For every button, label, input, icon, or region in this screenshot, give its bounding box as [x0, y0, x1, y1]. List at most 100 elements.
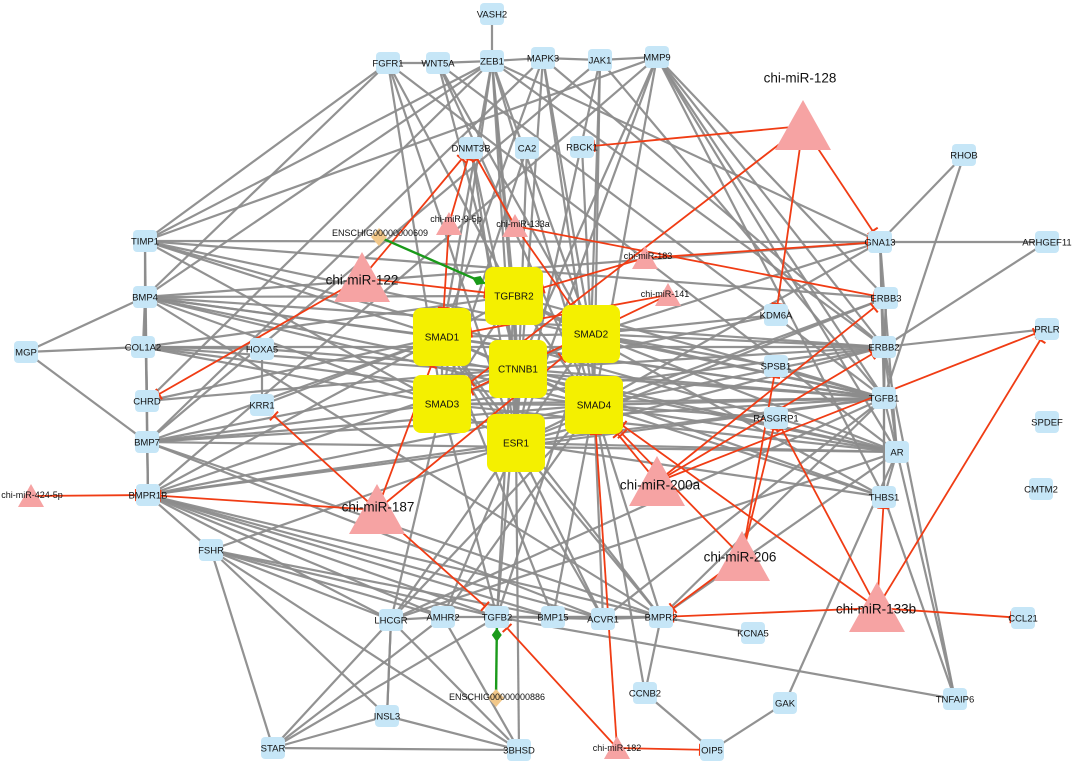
- gene-gene-edge: [593, 296, 887, 407]
- network-node-m200a[interactable]: chi-miR-200a: [620, 456, 701, 506]
- network-node-m183[interactable]: chi-miR-183: [624, 246, 673, 269]
- network-node-gna13[interactable]: GNA13: [864, 231, 896, 253]
- network-node-bmpr2[interactable]: BMPR2: [645, 606, 678, 628]
- node-label: TIMP1: [131, 236, 159, 247]
- network-node-m122[interactable]: chi-miR-122: [326, 252, 399, 302]
- network-node-tgfb1[interactable]: TGFB1: [869, 387, 900, 409]
- network-node-smad4[interactable]: SMAD4: [565, 376, 623, 434]
- gene-node-icon: [199, 539, 223, 561]
- gene-gene-edge: [147, 493, 604, 621]
- network-node-hoxa5[interactable]: HOXA5: [246, 338, 278, 360]
- network-node-tnfaip6[interactable]: TNFAIP6: [936, 688, 975, 710]
- mirna-target-edge: [741, 428, 775, 558]
- node-label: TNFAIP6: [936, 694, 975, 705]
- network-node-smad1[interactable]: SMAD1: [413, 308, 471, 366]
- network-node-m141[interactable]: chi-miR-141: [641, 283, 690, 306]
- network-node-esr1[interactable]: ESR1: [487, 414, 545, 472]
- network-node-rasgrp1[interactable]: RASGRP1: [753, 407, 799, 429]
- network-node-rbck1[interactable]: RBCK1: [566, 136, 598, 158]
- network-node-smad3[interactable]: SMAD3: [413, 375, 471, 433]
- gene-gene-edge: [142, 345, 443, 406]
- gene-node-icon: [764, 304, 788, 326]
- network-node-ccnb2[interactable]: CCNB2: [629, 682, 661, 704]
- network-node-acvr1[interactable]: ACVR1: [587, 608, 619, 630]
- network-node-erbb2[interactable]: ERBB2: [868, 336, 900, 358]
- network-node-krr1[interactable]: KRR1: [249, 394, 275, 416]
- network-node-thbs1[interactable]: THBS1: [869, 486, 900, 508]
- network-node-bmp4[interactable]: BMP4: [132, 286, 158, 308]
- network-node-lhcgr[interactable]: LHCGR: [374, 609, 408, 631]
- gene-node-icon: [531, 47, 555, 69]
- network-node-erbb3[interactable]: ERBB3: [870, 287, 902, 309]
- network-node-ccl21[interactable]: CCL21: [1008, 607, 1038, 629]
- gene-gene-edge: [147, 493, 554, 619]
- network-node-insl3[interactable]: INSL3: [374, 705, 400, 727]
- network-node-tgfbr2[interactable]: TGFBR2: [485, 267, 543, 325]
- gene-node-icon: [261, 737, 285, 759]
- gene-gene-edge: [261, 347, 519, 371]
- mirna-target-edge: [621, 433, 743, 558]
- gene-gene-edge: [490, 60, 593, 335]
- gene-node-icon: [135, 390, 159, 412]
- network-node-m133b[interactable]: chi-miR-133b: [836, 582, 916, 632]
- network-node-oip5[interactable]: OIP5: [700, 739, 724, 761]
- network-node-cmtm2[interactable]: CMTM2: [1024, 478, 1058, 500]
- network-node-arhgef11[interactable]: ARHGEF11: [1022, 231, 1072, 253]
- network-node-rhob[interactable]: RHOB: [950, 144, 978, 166]
- gene-gene-edge: [656, 56, 898, 453]
- network-node-prlr[interactable]: PRLR: [1034, 318, 1060, 340]
- network-node-gak[interactable]: GAK: [773, 692, 797, 714]
- network-node-spdef[interactable]: SPDEF: [1031, 411, 1063, 433]
- gene-node-icon: [868, 231, 892, 253]
- network-node-l886[interactable]: ENSCHIG00000000886: [449, 689, 545, 707]
- mirna-triangle-icon: [849, 582, 905, 632]
- gene-gene-edge: [390, 404, 595, 621]
- network-node-mgp[interactable]: MGP: [14, 341, 38, 363]
- network-node-zeb1[interactable]: ZEB1: [480, 50, 504, 72]
- network-node-ar[interactable]: AR: [885, 441, 909, 463]
- network-node-ctnnb1[interactable]: CTNNB1: [489, 340, 547, 398]
- network-node-mmp9[interactable]: MMP9: [643, 46, 671, 68]
- gene-node-icon: [588, 49, 612, 71]
- network-node-timp1[interactable]: TIMP1: [131, 230, 159, 252]
- gene-gene-edge: [515, 442, 662, 618]
- network-node-kcna5[interactable]: KCNA5: [737, 622, 769, 644]
- network-node-m182[interactable]: chi-miR-182: [593, 736, 642, 759]
- gene-node-icon: [480, 50, 504, 72]
- gene-node-icon: [459, 137, 483, 159]
- network-node-spsb1[interactable]: SPSB1: [761, 355, 792, 377]
- network-node-3bhsd[interactable]: 3BHSD: [503, 739, 535, 761]
- network-node-wnt5a[interactable]: WNT5A: [421, 52, 455, 74]
- network-node-jak1[interactable]: JAK1: [588, 49, 612, 71]
- network-node-bmpr1b[interactable]: BMPR1B: [128, 484, 168, 506]
- node-label: chi-miR-141: [641, 289, 690, 299]
- node-label: ERBB3: [870, 293, 901, 304]
- network-node-m206[interactable]: chi-miR-206: [704, 531, 777, 581]
- network-node-m9[interactable]: chi-miR-9-5p: [430, 212, 482, 235]
- network-node-amhr2[interactable]: AMHR2: [426, 606, 460, 628]
- network-node-m424[interactable]: chi-miR-424-5p: [1, 484, 63, 507]
- node-label: SMAD1: [425, 333, 460, 344]
- mirna-triangle-icon: [714, 531, 770, 581]
- network-node-ca2[interactable]: CA2: [515, 137, 539, 159]
- network-node-tgfb2[interactable]: TGFB2: [482, 606, 513, 628]
- network-node-dnmt3b[interactable]: DNMT3B: [451, 137, 491, 159]
- network-node-m187[interactable]: chi-miR-187: [342, 484, 415, 534]
- network-node-fshr[interactable]: FSHR: [198, 539, 224, 561]
- network-node-bmp15[interactable]: BMP15: [537, 606, 569, 628]
- network-node-fgfr1[interactable]: FGFR1: [372, 52, 404, 74]
- network-node-vash2[interactable]: VASH2: [477, 3, 507, 25]
- network-node-kdm6a[interactable]: KDM6A: [760, 304, 793, 326]
- network-node-l609[interactable]: ENSCHIG00000000609: [332, 228, 428, 246]
- mirna-target-edge: [159, 494, 378, 511]
- gene-node-icon: [874, 287, 898, 309]
- network-node-m133a[interactable]: chi-miR-133a: [496, 214, 550, 237]
- network-node-star[interactable]: STAR: [261, 737, 286, 759]
- network-node-m128[interactable]: chi-miR-128: [764, 71, 837, 150]
- network-node-bmp7[interactable]: BMP7: [134, 431, 160, 453]
- network-node-smad2[interactable]: SMAD2: [562, 305, 620, 363]
- network-node-mapk3[interactable]: MAPK3: [527, 47, 559, 69]
- network-node-chrd[interactable]: CHRD: [133, 390, 161, 412]
- gene-gene-edge: [590, 240, 881, 336]
- network-node-col1a2[interactable]: COL1A2: [125, 336, 161, 358]
